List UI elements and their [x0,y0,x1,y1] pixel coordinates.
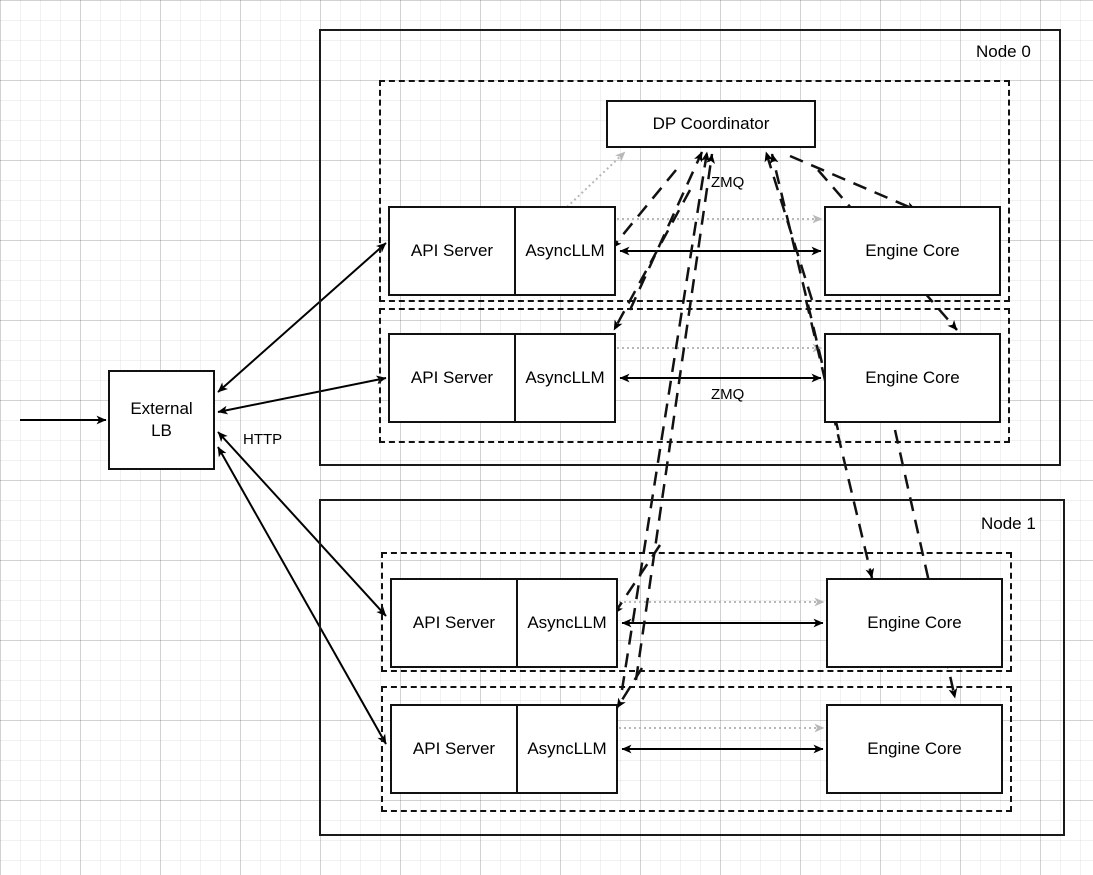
external-lb-line-1: External [130,398,193,418]
edge-coordinator-to-asyncllm-n1g0 [612,544,662,615]
asyncllm-label: AsyncLLM [514,335,614,421]
dp-coordinator-label: DP Coordinator [652,114,770,134]
node-0-group-1-api-server-asyncllm[interactable]: API Server AsyncLLM [388,333,616,423]
node-0-label: Node 0 [976,42,1031,61]
zmq-label-node-0-group-0: ZMQ [711,174,745,191]
edge-asyncllm-to-coordinator-dotted [566,151,626,208]
engine-core-label: Engine Core [867,613,962,633]
engine-core-label: Engine Core [865,241,960,261]
api-server-label: API Server [412,613,496,632]
engine-core-label: Engine Core [867,739,962,759]
node-1-group-1-api-server-asyncllm[interactable]: API Server AsyncLLM [390,704,618,794]
node-1-group-0-api-server-asyncllm[interactable]: API Server AsyncLLM [390,578,618,668]
external-lb-box[interactable]: External LB [108,370,215,470]
external-lb-line-2: LB [151,421,172,440]
edge-lb-to-api-n0g1 [217,375,387,415]
node-0-group-1-engine-core[interactable]: Engine Core [824,333,1001,423]
http-label: HTTP [243,431,283,448]
node-1-container [319,499,1065,836]
zmq-label-node-0-group-1: ZMQ [711,386,745,403]
node-0-group-0-engine-core[interactable]: Engine Core [824,206,1001,296]
node-1-group-0-engine-core[interactable]: Engine Core [826,578,1003,668]
edge-coordinator-dash-n1g1-left [634,153,715,681]
edge-coordinator-dash-n0g0-left [628,151,704,311]
node-0-container [319,29,1061,466]
edge-coordinator-to-asyncllm-n1g1 [615,667,644,709]
node-1-group-0-container [381,552,1012,672]
edge-coordinator-to-asyncllm-n0g1 [612,189,692,331]
edge-coordinator-to-engine-n1g0 [804,299,875,579]
node-0-group-0-container [379,80,1010,302]
node-0-group-1-container [379,308,1010,443]
asyncllm-label: AsyncLLM [516,580,616,666]
asyncllm-label: AsyncLLM [516,706,616,792]
external-lb-label: External LB [130,398,192,442]
edge-lb-to-api-n1g1 [217,446,387,745]
node-1-group-1-engine-core[interactable]: Engine Core [826,704,1003,794]
edge-coordinator-to-asyncllm-n0g0 [611,169,677,249]
asyncllm-label: AsyncLLM [514,208,614,294]
node-0-group-0-api-server-asyncllm[interactable]: API Server AsyncLLM [388,206,616,296]
api-server-label: API Server [410,241,494,260]
api-server-label: API Server [412,739,496,758]
node-1-group-1-container [381,686,1012,812]
api-server-label: API Server [410,368,494,387]
dp-coordinator-box[interactable]: DP Coordinator [606,100,816,148]
edge-lb-to-api-n0g0 [217,242,387,393]
engine-core-label: Engine Core [865,368,960,388]
node-1-label: Node 1 [981,514,1036,533]
